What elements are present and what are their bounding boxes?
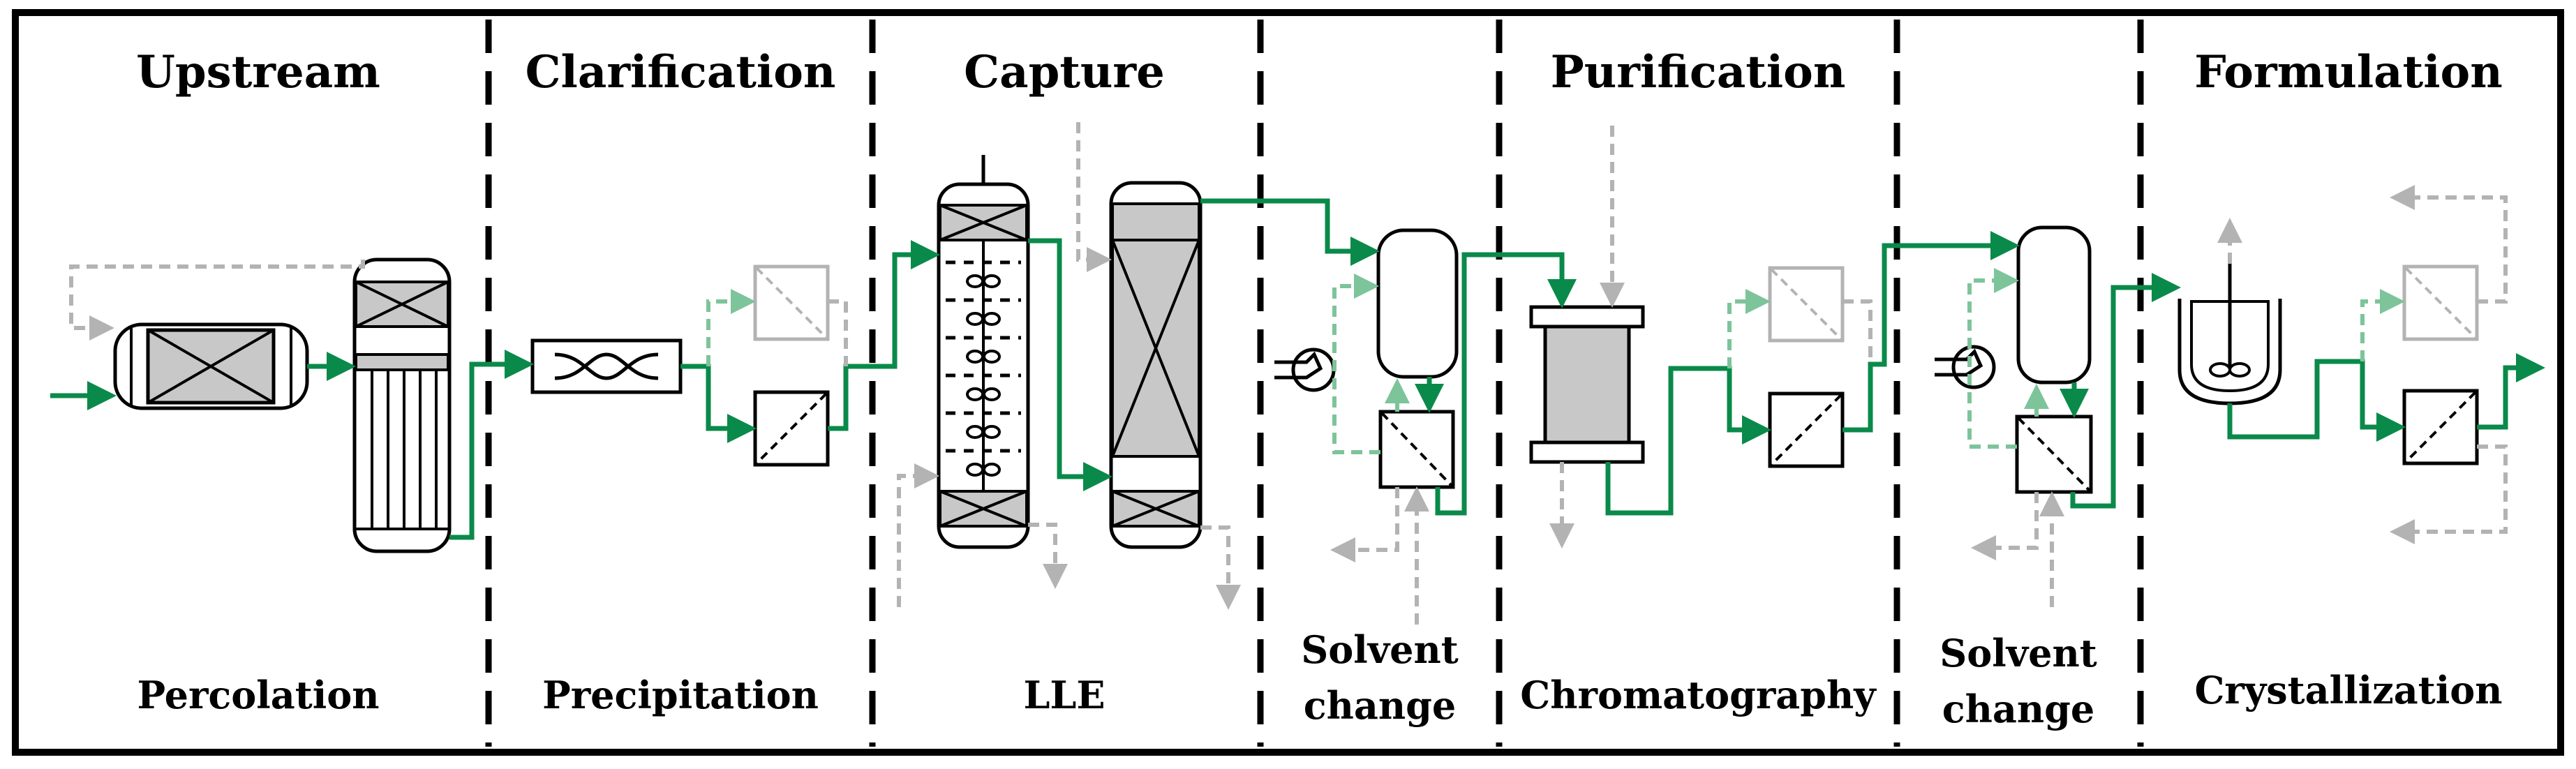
main-product-stream [50, 198, 2545, 540]
stream-mixer-to-filter [680, 364, 757, 443]
diagram-border [12, 9, 2564, 756]
recycle-formulation [2360, 289, 2405, 361]
recycle-solvent-change-2 [1967, 268, 2019, 449]
label-percolation: Percolation [137, 673, 379, 717]
percolation-horizontal-vessel [113, 322, 309, 410]
precipitation-mixer [530, 338, 683, 394]
filter-unit-2 [1378, 410, 1455, 489]
aux-lle-column-out [1200, 525, 1241, 610]
aux-formulation-top-out [2390, 185, 2508, 304]
heat-exchanger-1 [1274, 348, 1336, 392]
lle-packed-column [1109, 181, 1203, 549]
heat-exchanger-2 [1935, 345, 1996, 389]
stream-filter-to-crystallizer [2070, 273, 2181, 509]
stream-filter-to-chromatography [1435, 252, 1577, 516]
heading-purification: Purification [1551, 46, 1846, 98]
stream-filter-to-lle [828, 240, 940, 431]
label-crystallization: Crystallization [2194, 668, 2502, 712]
auxiliary-streams [69, 122, 2508, 625]
stream-lle-to-solvent-change [1200, 198, 1380, 266]
stream-column-to-mixer [449, 350, 534, 540]
evaporator-vessel-1 [1376, 228, 1459, 379]
evaporator-vessel-2 [2016, 225, 2092, 384]
section-dividers [485, 20, 2144, 747]
filter-unit-3 [1768, 391, 1845, 468]
aux-upstream-recycle [69, 260, 365, 341]
stream-crystallizer-to-filter [2227, 359, 2406, 442]
aux-formulation-bottom-out [2390, 445, 2508, 544]
aux-solvent-change-1-out [1330, 487, 1399, 562]
recycle-streams [706, 268, 2405, 454]
label-solvent-2: Solvent [1940, 631, 2097, 675]
aux-clarification-out [828, 299, 848, 366]
filter-unit-inactive-3 [2402, 264, 2479, 341]
recycle-solvent-change-1 [1332, 274, 1380, 454]
stream-filter-to-solvent-change [1842, 231, 2020, 433]
label-change-1: change [1304, 683, 1457, 728]
heading-upstream: Upstream [136, 46, 380, 98]
crystallizer-vessel [2177, 264, 2282, 405]
label-chromatography: Chromatography [1520, 673, 1877, 717]
recycle-purification [1727, 289, 1771, 368]
filter-unit-5 [2402, 389, 2479, 465]
heading-formulation: Formulation [2194, 46, 2502, 98]
heading-capture: Capture [964, 46, 1165, 98]
aux-solvent-change-2-out [1971, 492, 2039, 560]
lle-mixer-settler-column [937, 155, 1030, 549]
stream-product-out [2477, 353, 2545, 430]
filter-unit-inactive-1 [753, 264, 830, 341]
recycle-clarification [706, 289, 756, 366]
aux-lle-bottom-out [1028, 523, 1068, 589]
filter-unit-4 [2015, 415, 2093, 494]
label-precipitation: Precipitation [542, 673, 819, 717]
stream-chromatography-to-filter [1605, 366, 1771, 516]
percolation-column [352, 257, 452, 553]
label-lle: LLE [1023, 673, 1105, 717]
stream-lle-column-link [1028, 238, 1112, 491]
chromatography-column [1529, 305, 1645, 464]
label-change-2: change [1942, 687, 2095, 731]
filter-unit-1 [753, 390, 830, 467]
aux-lle-solvent-in [1076, 122, 1112, 272]
filter-unit-inactive-2 [1768, 266, 1845, 343]
heading-clarification: Clarification [526, 46, 836, 98]
label-solvent-1: Solvent [1301, 627, 1459, 672]
aux-purification-out [1842, 299, 1873, 364]
aux-lle-feed-in [897, 463, 939, 607]
